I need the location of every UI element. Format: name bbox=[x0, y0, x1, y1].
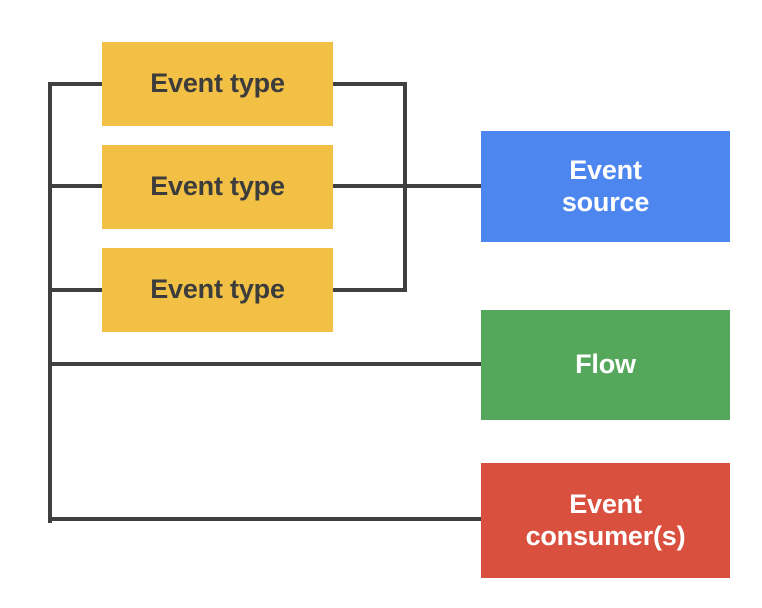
left-bracket bbox=[48, 82, 485, 523]
right-bracket bbox=[329, 82, 485, 292]
event-source-box[interactable]: Event source bbox=[481, 131, 730, 242]
event-type-box-1[interactable]: Event type bbox=[102, 42, 333, 126]
event-type-box-2[interactable]: Event type bbox=[102, 145, 333, 229]
event-type-box-3[interactable]: Event type bbox=[102, 248, 333, 332]
flow-box[interactable]: Flow bbox=[481, 310, 730, 420]
event-consumers-box[interactable]: Event consumer(s) bbox=[481, 463, 730, 578]
